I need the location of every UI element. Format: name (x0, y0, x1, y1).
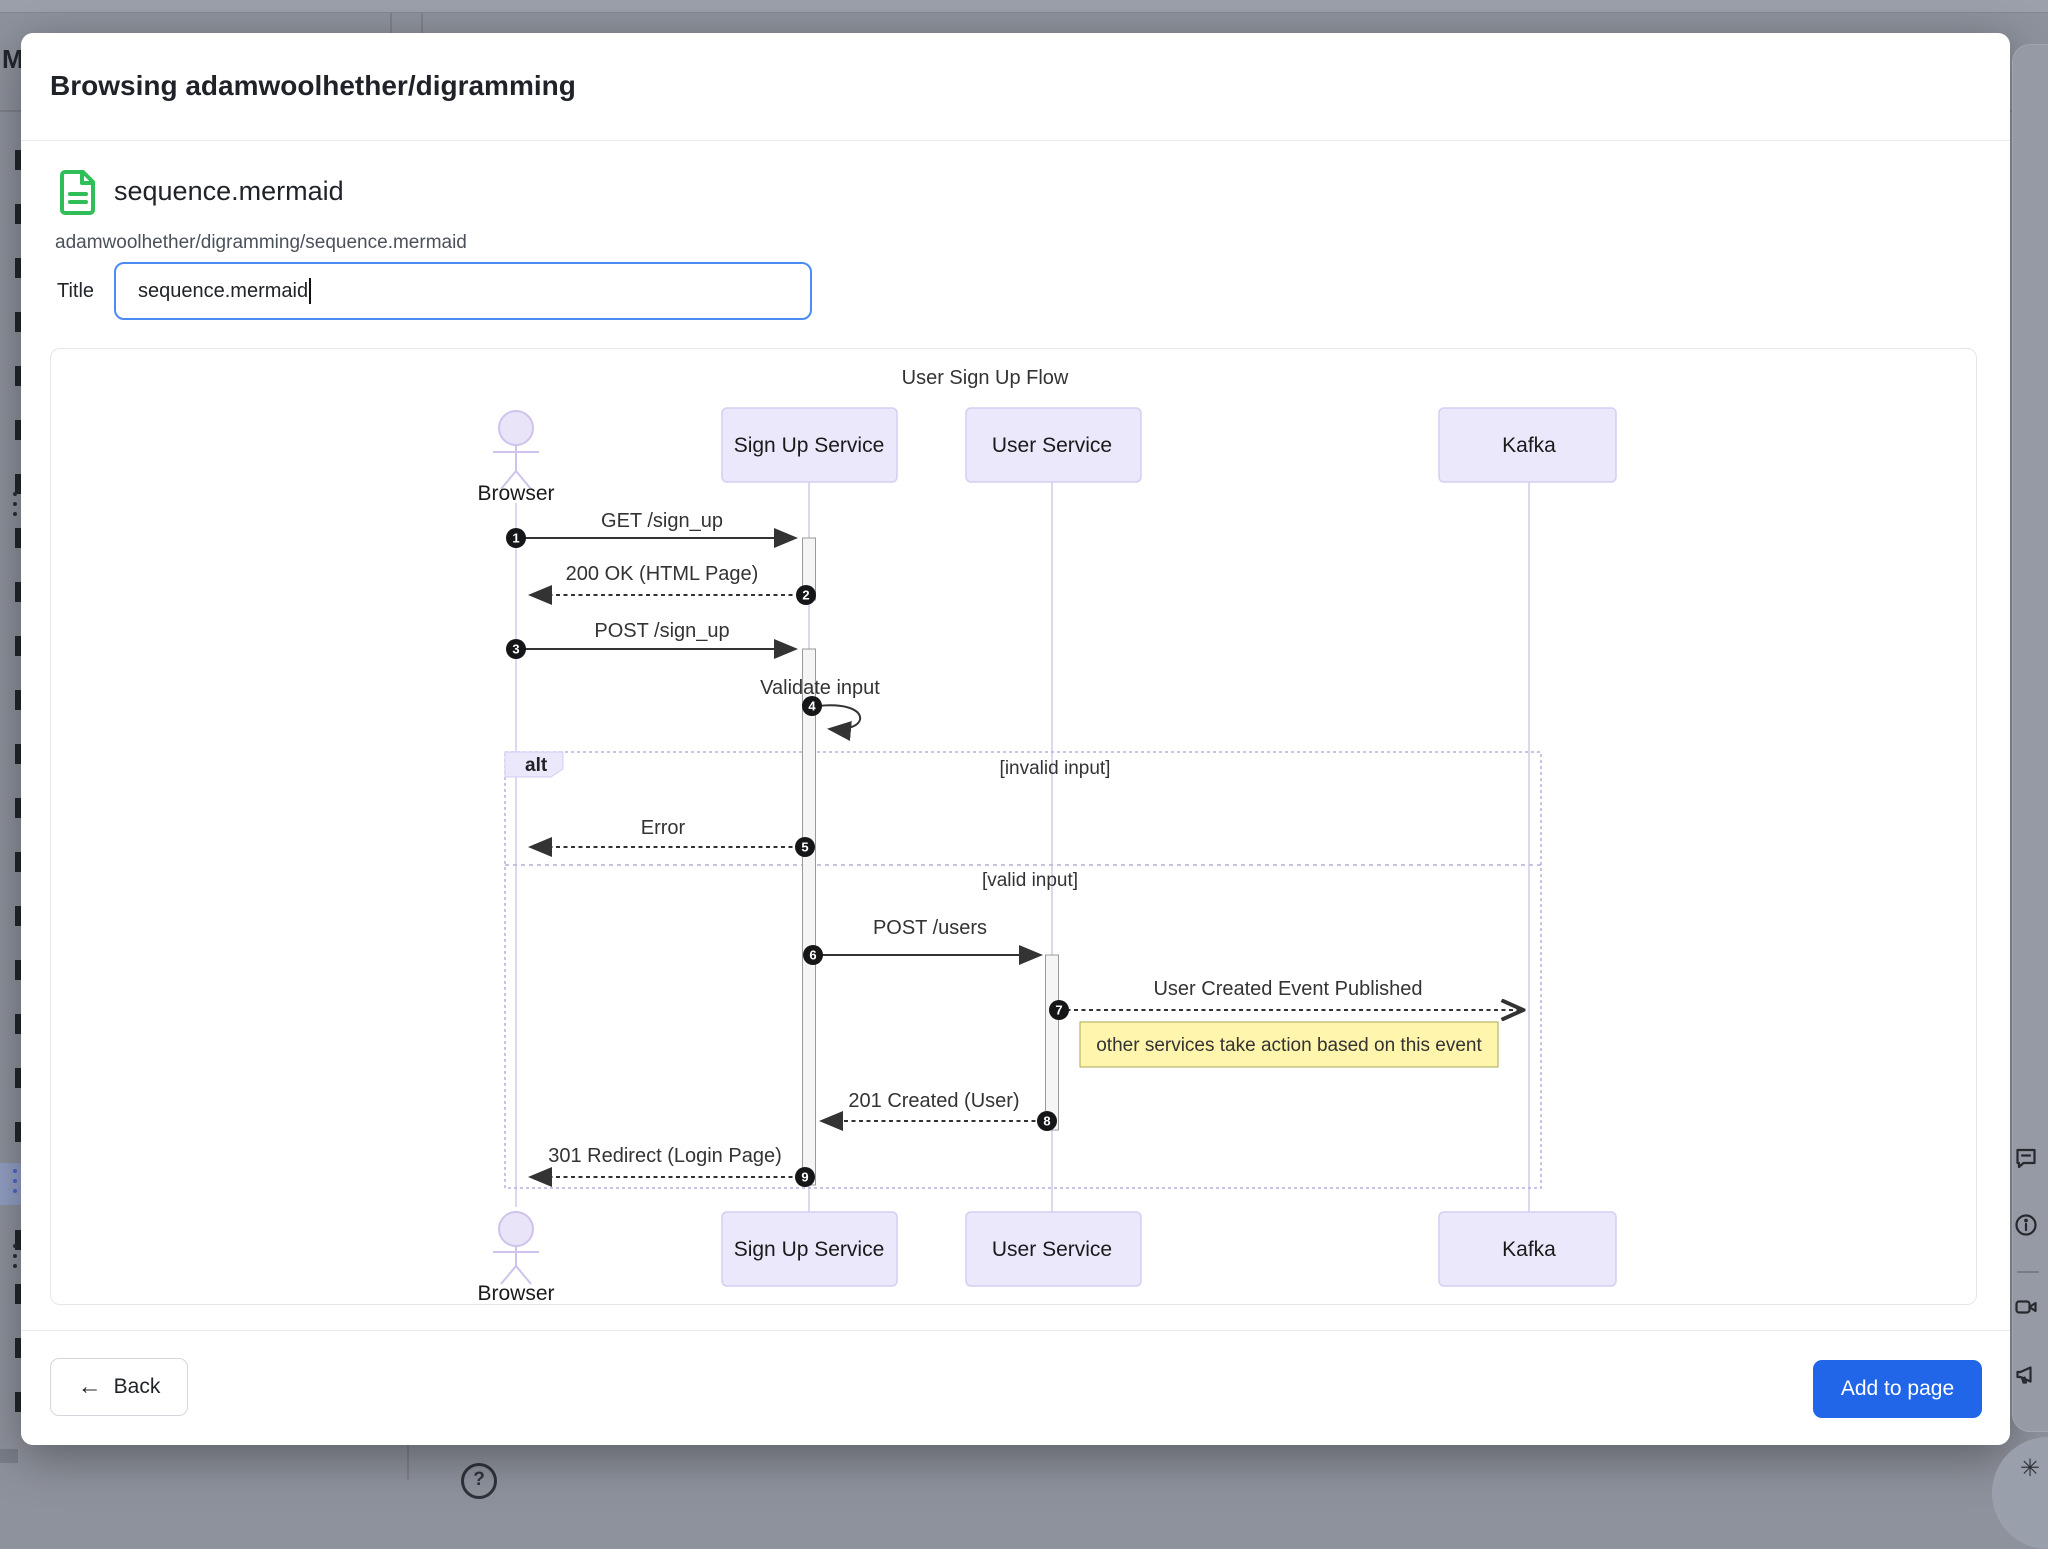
svg-text:GET /sign_up: GET /sign_up (601, 510, 723, 532)
actor-label: Sign Up Service (734, 434, 885, 457)
svg-text:POST /sign_up: POST /sign_up (594, 620, 729, 642)
svg-text:POST /users: POST /users (873, 917, 987, 939)
help-button[interactable]: ? (461, 1463, 497, 1499)
title-input-value: sequence.mermaid (138, 279, 309, 302)
actor-signup-top: Sign Up Service (721, 407, 898, 483)
lifelines (515, 482, 1530, 1212)
actor-label: User Service (992, 1238, 1112, 1261)
back-button-label: Back (113, 1375, 161, 1398)
alt-invalid-guard: [invalid input] (1000, 758, 1111, 779)
file-name: sequence.mermaid (114, 176, 344, 206)
svg-text:1: 1 (512, 531, 519, 546)
actor-signup-bottom: Sign Up Service (721, 1211, 898, 1287)
actor-browser-bottom: Browser (477, 1211, 555, 1305)
title-field-label: Title (57, 280, 95, 302)
info-icon[interactable] (2014, 1213, 2038, 1237)
actor-kafka-bottom: Kafka (1438, 1211, 1617, 1287)
actor-browser-top: Browser (477, 410, 555, 505)
svg-text:User Created Event Published: User Created Event Published (1153, 978, 1422, 1000)
actor-user-bottom: User Service (965, 1211, 1142, 1287)
note: other services take action based on this… (1079, 1021, 1499, 1068)
back-arrow-icon: ← (77, 1373, 102, 1400)
actor-label: Browser (477, 1282, 554, 1305)
title-input[interactable]: sequence.mermaid (114, 262, 812, 320)
backdrop-list-lines (15, 150, 21, 1440)
backdrop-bottom-block (0, 1449, 18, 1463)
alt-valid-guard: [valid input] (982, 870, 1078, 891)
backdrop-toolbar (0, 0, 2048, 13)
svg-text:6: 6 (809, 948, 816, 963)
actor-label: Sign Up Service (734, 1238, 885, 1261)
header-divider (21, 140, 2010, 141)
svg-text:200 OK (HTML Page): 200 OK (HTML Page) (566, 563, 759, 585)
backdrop-column-divider (421, 13, 423, 35)
text-caret (309, 278, 312, 304)
megaphone-icon[interactable] (2014, 1362, 2038, 1386)
backdrop-column-divider (390, 13, 392, 35)
svg-text:301 Redirect (Login Page): 301 Redirect (Login Page) (548, 1145, 781, 1167)
svg-text:201 Created (User): 201 Created (User) (848, 1090, 1019, 1112)
footer-divider (21, 1330, 2010, 1331)
svg-text:3: 3 (512, 642, 519, 657)
activation-bars (802, 537, 1059, 1186)
sequence-diagram: User Sign Up Flow alt [invalid input] [v… (477, 367, 1617, 1305)
actor-label: Browser (477, 482, 554, 505)
file-document-icon (60, 170, 95, 215)
svg-text:5: 5 (801, 840, 808, 855)
alt-label: alt (525, 755, 548, 776)
file-path: adamwoolhether/digramming/sequence.merma… (55, 232, 467, 253)
drag-handle-icon (13, 492, 18, 518)
actor-user-top: User Service (965, 407, 1142, 483)
comment-icon[interactable] (2014, 1145, 2038, 1169)
svg-text:Validate input: Validate input (760, 677, 880, 699)
backdrop-bottom-divider (407, 1445, 409, 1480)
toolbar-divider (2017, 1271, 2039, 1273)
diagram-panel (50, 348, 1977, 1305)
sparkle-icon: ✳ (2020, 1455, 2041, 1482)
sequence-number-badges: 1 2 3 4 5 6 7 8 9 (506, 528, 1069, 1187)
actor-label: Kafka (1502, 1238, 1556, 1261)
browse-file-dialog: Browsing adamwoolhether/digramming seque… (21, 33, 2010, 1445)
back-button[interactable]: ← Back (50, 1358, 188, 1416)
actor-label: Kafka (1502, 434, 1556, 457)
actor-label: User Service (992, 434, 1112, 457)
drag-handle-icon (13, 1244, 18, 1270)
svg-text:4: 4 (808, 699, 816, 714)
messages: GET /sign_up 200 OK (HTML Page) POST /si… (516, 510, 1521, 1187)
backdrop-selected-row[interactable] (0, 1163, 21, 1205)
actor-kafka-top: Kafka (1438, 407, 1617, 483)
diagram-title: User Sign Up Flow (902, 367, 1069, 389)
add-to-page-button[interactable]: Add to page (1813, 1360, 1982, 1418)
note-text: other services take action based on this… (1096, 1035, 1482, 1056)
svg-text:Error: Error (641, 817, 686, 839)
svg-text:2: 2 (802, 588, 809, 603)
video-camera-icon[interactable] (2014, 1295, 2038, 1319)
svg-text:7: 7 (1055, 1003, 1062, 1018)
svg-text:9: 9 (801, 1170, 808, 1185)
dialog-title: Browsing adamwoolhether/digramming (50, 70, 576, 101)
right-toolbar (2012, 44, 2048, 1432)
alt-fragment: alt [invalid input] [valid input] (504, 751, 1542, 1189)
svg-text:8: 8 (1043, 1114, 1050, 1129)
